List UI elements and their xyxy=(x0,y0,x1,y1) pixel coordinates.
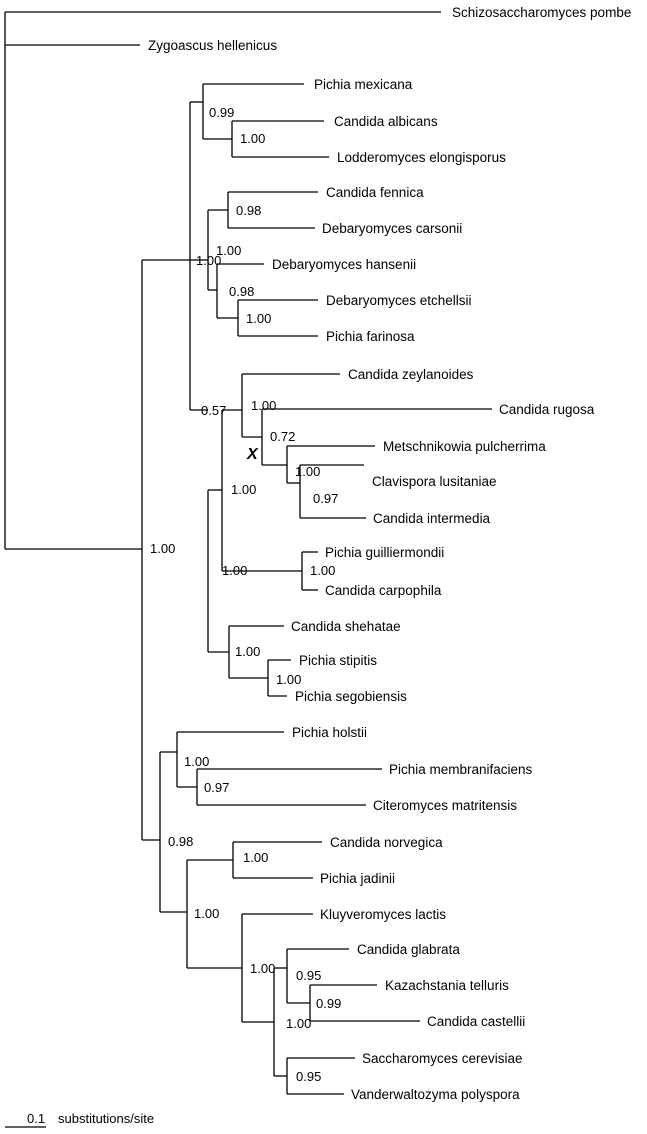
tree-branches xyxy=(4,11,492,1095)
taxon-label: Pichia holstii xyxy=(292,725,367,740)
taxon-label: Candida norvegica xyxy=(330,835,443,850)
taxon-label: Debaryomyces etchellsii xyxy=(326,293,472,308)
support-value: 1.00 xyxy=(246,311,271,326)
support-value: 0.99 xyxy=(209,105,234,120)
support-value: 1.00 xyxy=(196,253,221,268)
support-values: 1.00 0.99 1.00 0.98 1.00 1.00 0.98 1.00 … xyxy=(150,105,341,1084)
scale-bar-label: substitutions/site xyxy=(58,1111,154,1126)
support-value: 0.98 xyxy=(168,834,193,849)
support-value: 1.00 xyxy=(251,398,276,413)
taxon-label: Candida castellii xyxy=(427,1014,525,1029)
support-value: 1.00 xyxy=(184,754,209,769)
support-value: 1.00 xyxy=(235,644,260,659)
taxon-label: Pichia mexicana xyxy=(314,77,413,92)
support-value: 1.00 xyxy=(231,482,256,497)
support-value: 1.00 xyxy=(250,961,275,976)
taxon-label: Candida carpophila xyxy=(325,583,442,598)
taxon-label: Candida intermedia xyxy=(373,511,491,526)
taxon-label: Debaryomyces hansenii xyxy=(272,257,416,272)
taxon-label: Schizosaccharomyces pombe xyxy=(452,5,631,20)
support-value: 0.99 xyxy=(316,996,341,1011)
support-value: 1.00 xyxy=(216,243,241,258)
taxon-label: Candida rugosa xyxy=(499,402,595,417)
support-value: 1.00 xyxy=(194,906,219,921)
taxon-label: Citeromyces matritensis xyxy=(373,798,517,813)
support-value: 1.00 xyxy=(150,541,175,556)
taxon-label: Pichia stipitis xyxy=(299,653,377,668)
taxon-label: Pichia guilliermondii xyxy=(325,545,444,560)
support-value: 0.97 xyxy=(204,780,229,795)
support-value: 1.00 xyxy=(310,563,335,578)
taxon-label: Pichia membranifaciens xyxy=(389,762,533,777)
taxon-label: Saccharomyces cerevisiae xyxy=(362,1051,523,1066)
taxon-label: Vanderwaltozyma polyspora xyxy=(351,1087,520,1102)
support-value: 1.00 xyxy=(240,131,265,146)
support-value: 1.00 xyxy=(222,563,247,578)
scale-bar: 0.1 substitutions/site xyxy=(5,1111,154,1128)
taxon-label: Candida glabrata xyxy=(357,942,460,957)
taxon-label: Candida shehatae xyxy=(291,619,401,634)
taxon-labels: Schizosaccharomyces pombe Zygoascus hell… xyxy=(148,5,631,1102)
support-value: 0.98 xyxy=(236,203,261,218)
taxon-label: Metschnikowia pulcherrima xyxy=(383,439,546,454)
taxon-label: Zygoascus hellenicus xyxy=(148,38,277,53)
support-value: 1.00 xyxy=(295,464,320,479)
taxon-label: Clavispora lusitaniae xyxy=(372,474,497,489)
taxon-label: Pichia farinosa xyxy=(326,329,415,344)
support-value: 0.72 xyxy=(270,429,295,444)
support-value: 0.95 xyxy=(296,968,321,983)
support-value: 1.00 xyxy=(243,850,268,865)
support-value: 1.00 xyxy=(276,672,301,687)
taxon-label: Candida zeylanoides xyxy=(348,367,474,382)
node-marker-x: X xyxy=(246,446,259,463)
scale-bar-value: 0.1 xyxy=(27,1111,45,1126)
taxon-label: Candida albicans xyxy=(334,114,438,129)
taxon-label: Candida fennica xyxy=(326,185,424,200)
taxon-label: Pichia segobiensis xyxy=(295,689,407,704)
taxon-label: Pichia jadinii xyxy=(320,871,395,886)
taxon-label: Kluyveromyces lactis xyxy=(320,907,446,922)
support-value: 0.98 xyxy=(229,284,254,299)
support-value: 0.97 xyxy=(313,491,338,506)
taxon-label: Kazachstania telluris xyxy=(385,978,509,993)
taxon-label: Lodderomyces elongisporus xyxy=(337,150,506,165)
support-value: 0.57 xyxy=(201,403,226,418)
taxon-label: Debaryomyces carsonii xyxy=(322,221,462,236)
support-value: 0.95 xyxy=(296,1069,321,1084)
support-value: 1.00 xyxy=(286,1016,311,1031)
